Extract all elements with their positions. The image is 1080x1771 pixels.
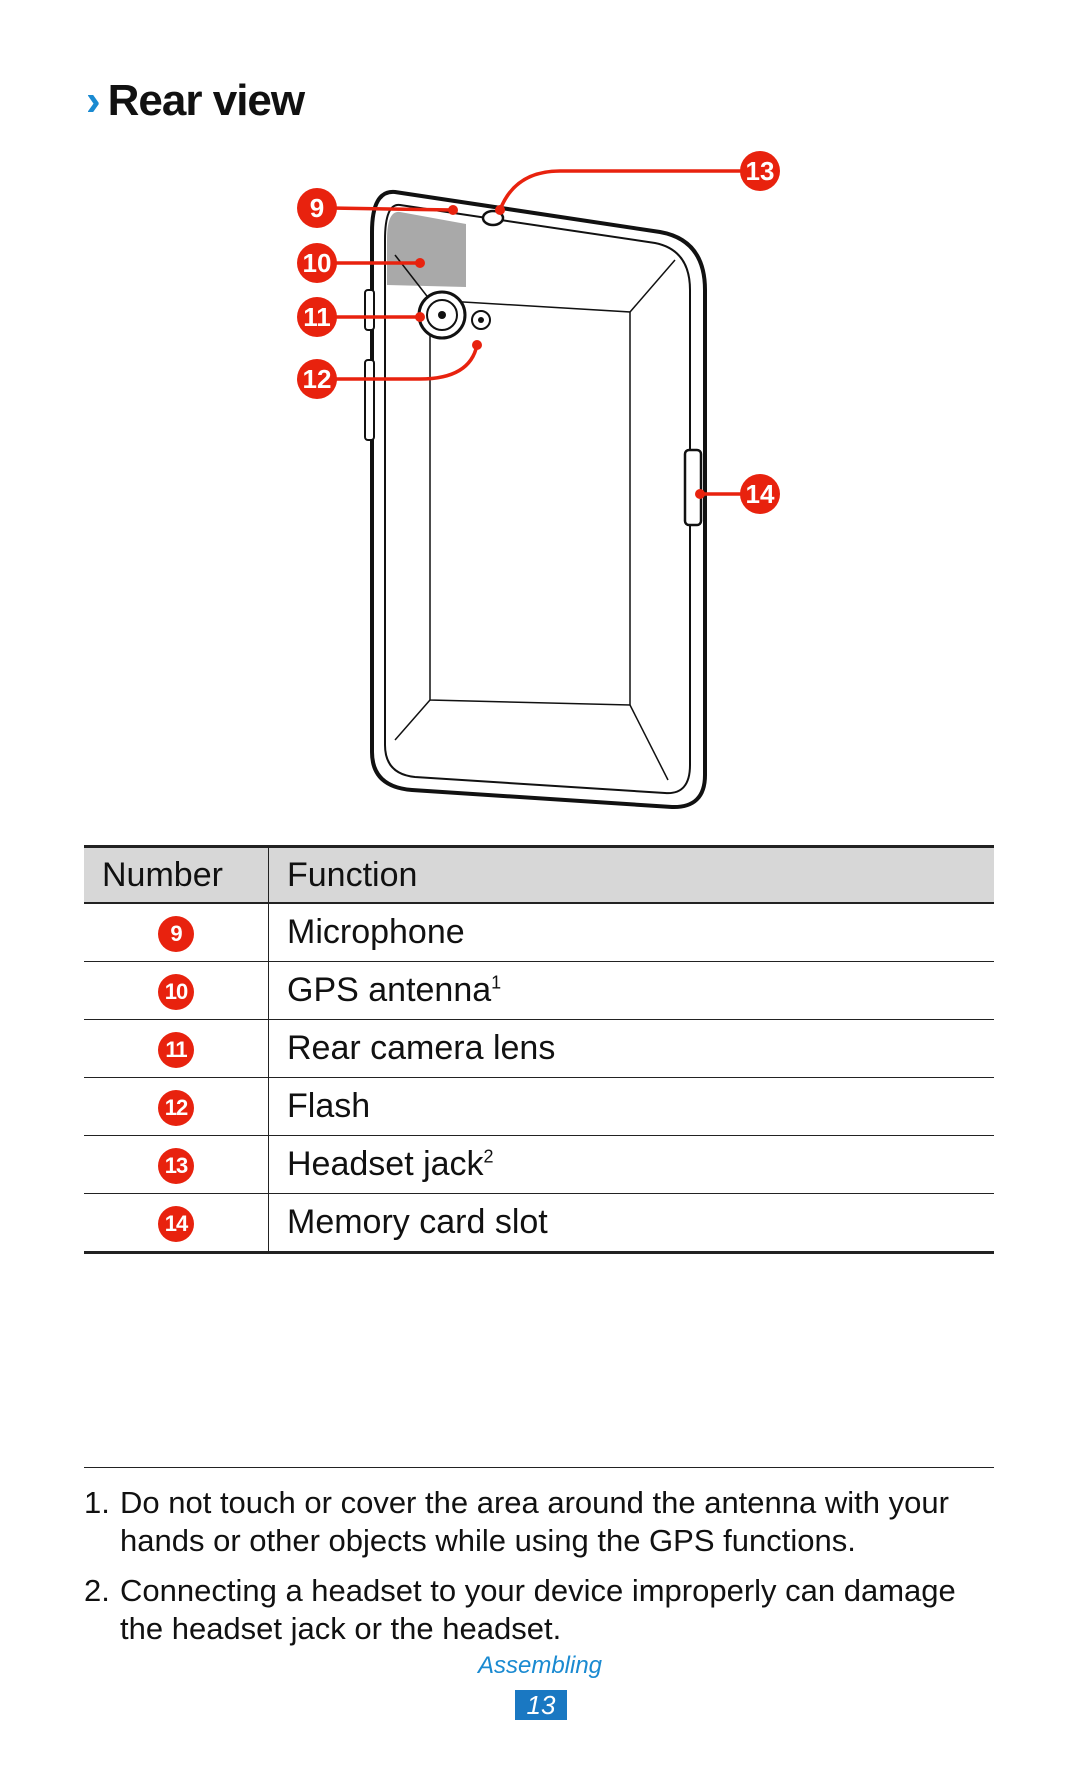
device-illustration [364,189,707,810]
number-badge: 14 [158,1206,194,1242]
function-cell: Flash [268,1077,994,1136]
footnote-1: 1. Do not touch or cover the area around… [84,1484,994,1560]
rear-view-diagram: 9 10 11 12 13 14 [297,151,780,810]
table-row: 12 Flash [84,1077,994,1136]
footnote-marker: 2. [84,1573,110,1608]
number-badge: 12 [158,1090,194,1126]
callout-11: 11 [297,297,337,337]
table-header-row: Number Function [84,845,994,904]
number-badge: 11 [158,1032,194,1068]
callout-13-label: 13 [746,156,775,186]
chevron-right-icon: › [86,76,101,125]
function-cell: Headset jack2 [268,1135,994,1194]
callout-12-label: 12 [303,364,332,394]
parts-table: Number Function 9 Microphone 10 GPS ante… [84,845,994,1254]
table-row: 14 Memory card slot [84,1193,994,1254]
table-row: 11 Rear camera lens [84,1019,994,1078]
callout-9-label: 9 [310,193,324,223]
footnote-marker: 1. [84,1485,110,1520]
footnote-text: Connecting a headset to your device impr… [120,1573,956,1646]
callout-10: 10 [297,243,337,283]
callout-11-label: 11 [303,302,331,332]
section-title: ›Rear view [86,76,305,126]
function-cell: Rear camera lens [268,1019,994,1078]
number-badge: 10 [158,974,194,1010]
footer-section-name: Assembling [477,1652,603,1679]
function-cell: GPS antenna1 [268,961,994,1020]
function-cell: Memory card slot [268,1193,994,1254]
callout-9: 9 [297,188,337,228]
callout-14: 14 [740,474,780,514]
page-number: 13 [515,1690,567,1720]
table-row: 10 GPS antenna1 [84,961,994,1020]
column-header-number: Number [84,845,269,904]
footnote-text: Do not touch or cover the area around th… [120,1485,949,1558]
number-badge: 13 [158,1148,194,1184]
footnotes: 1. Do not touch or cover the area around… [84,1472,994,1648]
callout-13: 13 [740,151,780,191]
footnote-divider [84,1467,994,1468]
footnote-ref: 2 [483,1146,494,1167]
number-badge: 9 [158,916,194,952]
footnote-2: 2. Connecting a headset to your device i… [84,1572,994,1648]
footnote-ref: 1 [491,972,502,993]
table-row: 13 Headset jack2 [84,1135,994,1194]
table-row: 9 Microphone [84,903,994,962]
callout-12: 12 [297,359,337,399]
callout-10-label: 10 [303,248,332,278]
function-cell: Microphone [268,903,994,962]
section-title-text: Rear view [107,76,305,125]
column-header-function: Function [268,845,994,904]
callout-14-label: 14 [746,479,775,509]
